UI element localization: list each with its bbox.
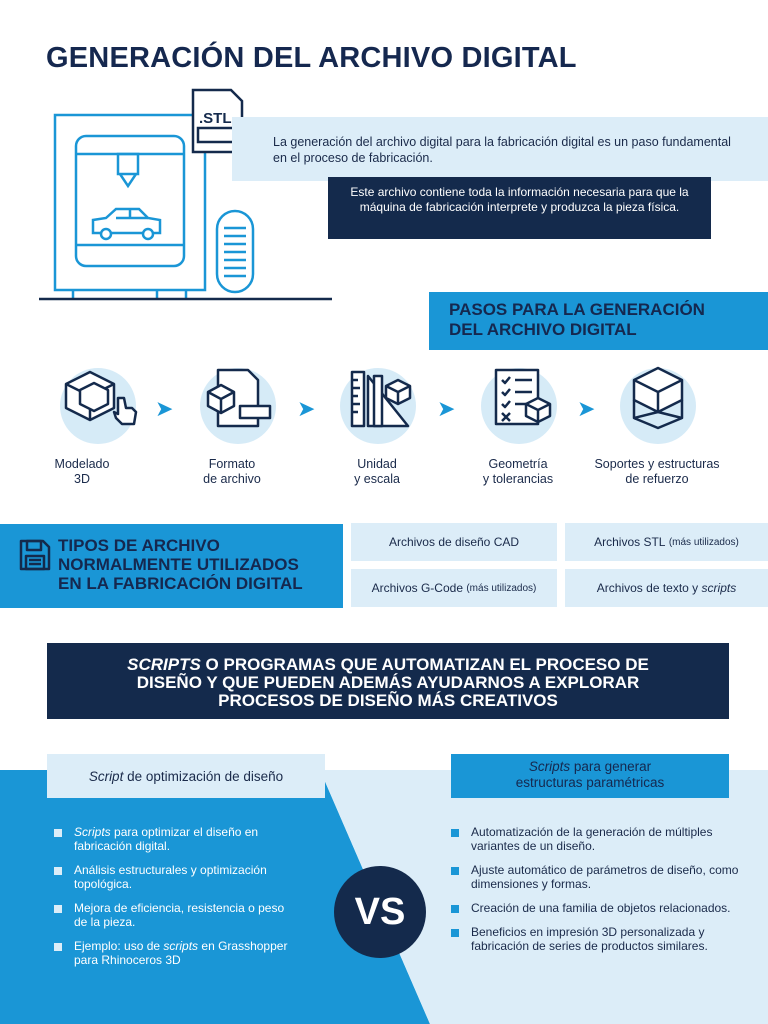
list-item: Mejora de eficiencia, resistencia o peso… (52, 901, 292, 929)
file-type-gcode: Archivos G-Code (más utilizados) (351, 569, 557, 607)
file-format-icon (206, 368, 272, 428)
ruler-scale-icon (350, 370, 412, 428)
page-title: GENERACIÓN DEL ARCHIVO DIGITAL (46, 42, 577, 74)
list-item: Análisis estructurales y optimización to… (52, 863, 292, 891)
arrow-icon: ➤ (297, 396, 316, 421)
steps-heading-line2: DEL ARCHIVO DIGITAL (449, 320, 637, 339)
arrow-icon: ➤ (437, 396, 456, 421)
intro-band (232, 117, 768, 181)
list-item: Automatización de la generación de múlti… (449, 825, 744, 853)
checklist-icon (494, 368, 552, 426)
list-item: Creación de una familia de objetos relac… (449, 901, 744, 915)
file-type-text: Archivos de texto y scripts (565, 569, 768, 607)
comparison-background (0, 770, 768, 1024)
intro-text: La generación del archivo digital para l… (273, 135, 731, 165)
support-cube-icon (632, 366, 684, 430)
list-item: Ajuste automático de parámetros de diseñ… (449, 863, 744, 891)
steps-heading: PASOS PARA LA GENERACIÓN DEL ARCHIVO DIG… (429, 292, 768, 350)
file-types-band (0, 524, 343, 608)
steps-heading-line1: PASOS PARA LA GENERACIÓN (449, 300, 705, 319)
info-box: Este archivo contiene toda la informació… (328, 177, 711, 239)
arrow-icon: ➤ (155, 396, 174, 421)
scripts-banner: SCRIPTS O PROGRAMAS QUE AUTOMATIZAN EL P… (47, 643, 729, 719)
list-item: Ejemplo: uso de scripts en Grasshopper p… (52, 939, 292, 967)
file-type-cad: Archivos de diseño CAD (351, 523, 557, 561)
optimization-script-label: Script de optimización de diseño (47, 754, 325, 798)
parametric-script-label: Scripts para generar estructuras paramét… (451, 754, 729, 798)
floppy-disk-icon (19, 539, 51, 571)
optimization-list: Scripts para optimizar el diseño en fabr… (52, 825, 292, 977)
3d-printer-illustration (39, 88, 332, 301)
cube-cursor-icon (64, 370, 138, 426)
arrow-icon: ➤ (577, 396, 596, 421)
stl-file-badge: .STL (199, 110, 232, 127)
file-types-heading: TIPOS DE ARCHIVO NORMALMENTE UTILIZADOS … (58, 536, 303, 593)
list-item: Beneficios en impresión 3D personalizada… (449, 925, 744, 953)
vs-badge: VS (334, 866, 426, 958)
file-type-stl: Archivos STL (más utilizados) (565, 523, 768, 561)
parametric-list: Automatización de la generación de múlti… (449, 825, 744, 963)
list-item: Scripts para optimizar el diseño en fabr… (52, 825, 292, 853)
